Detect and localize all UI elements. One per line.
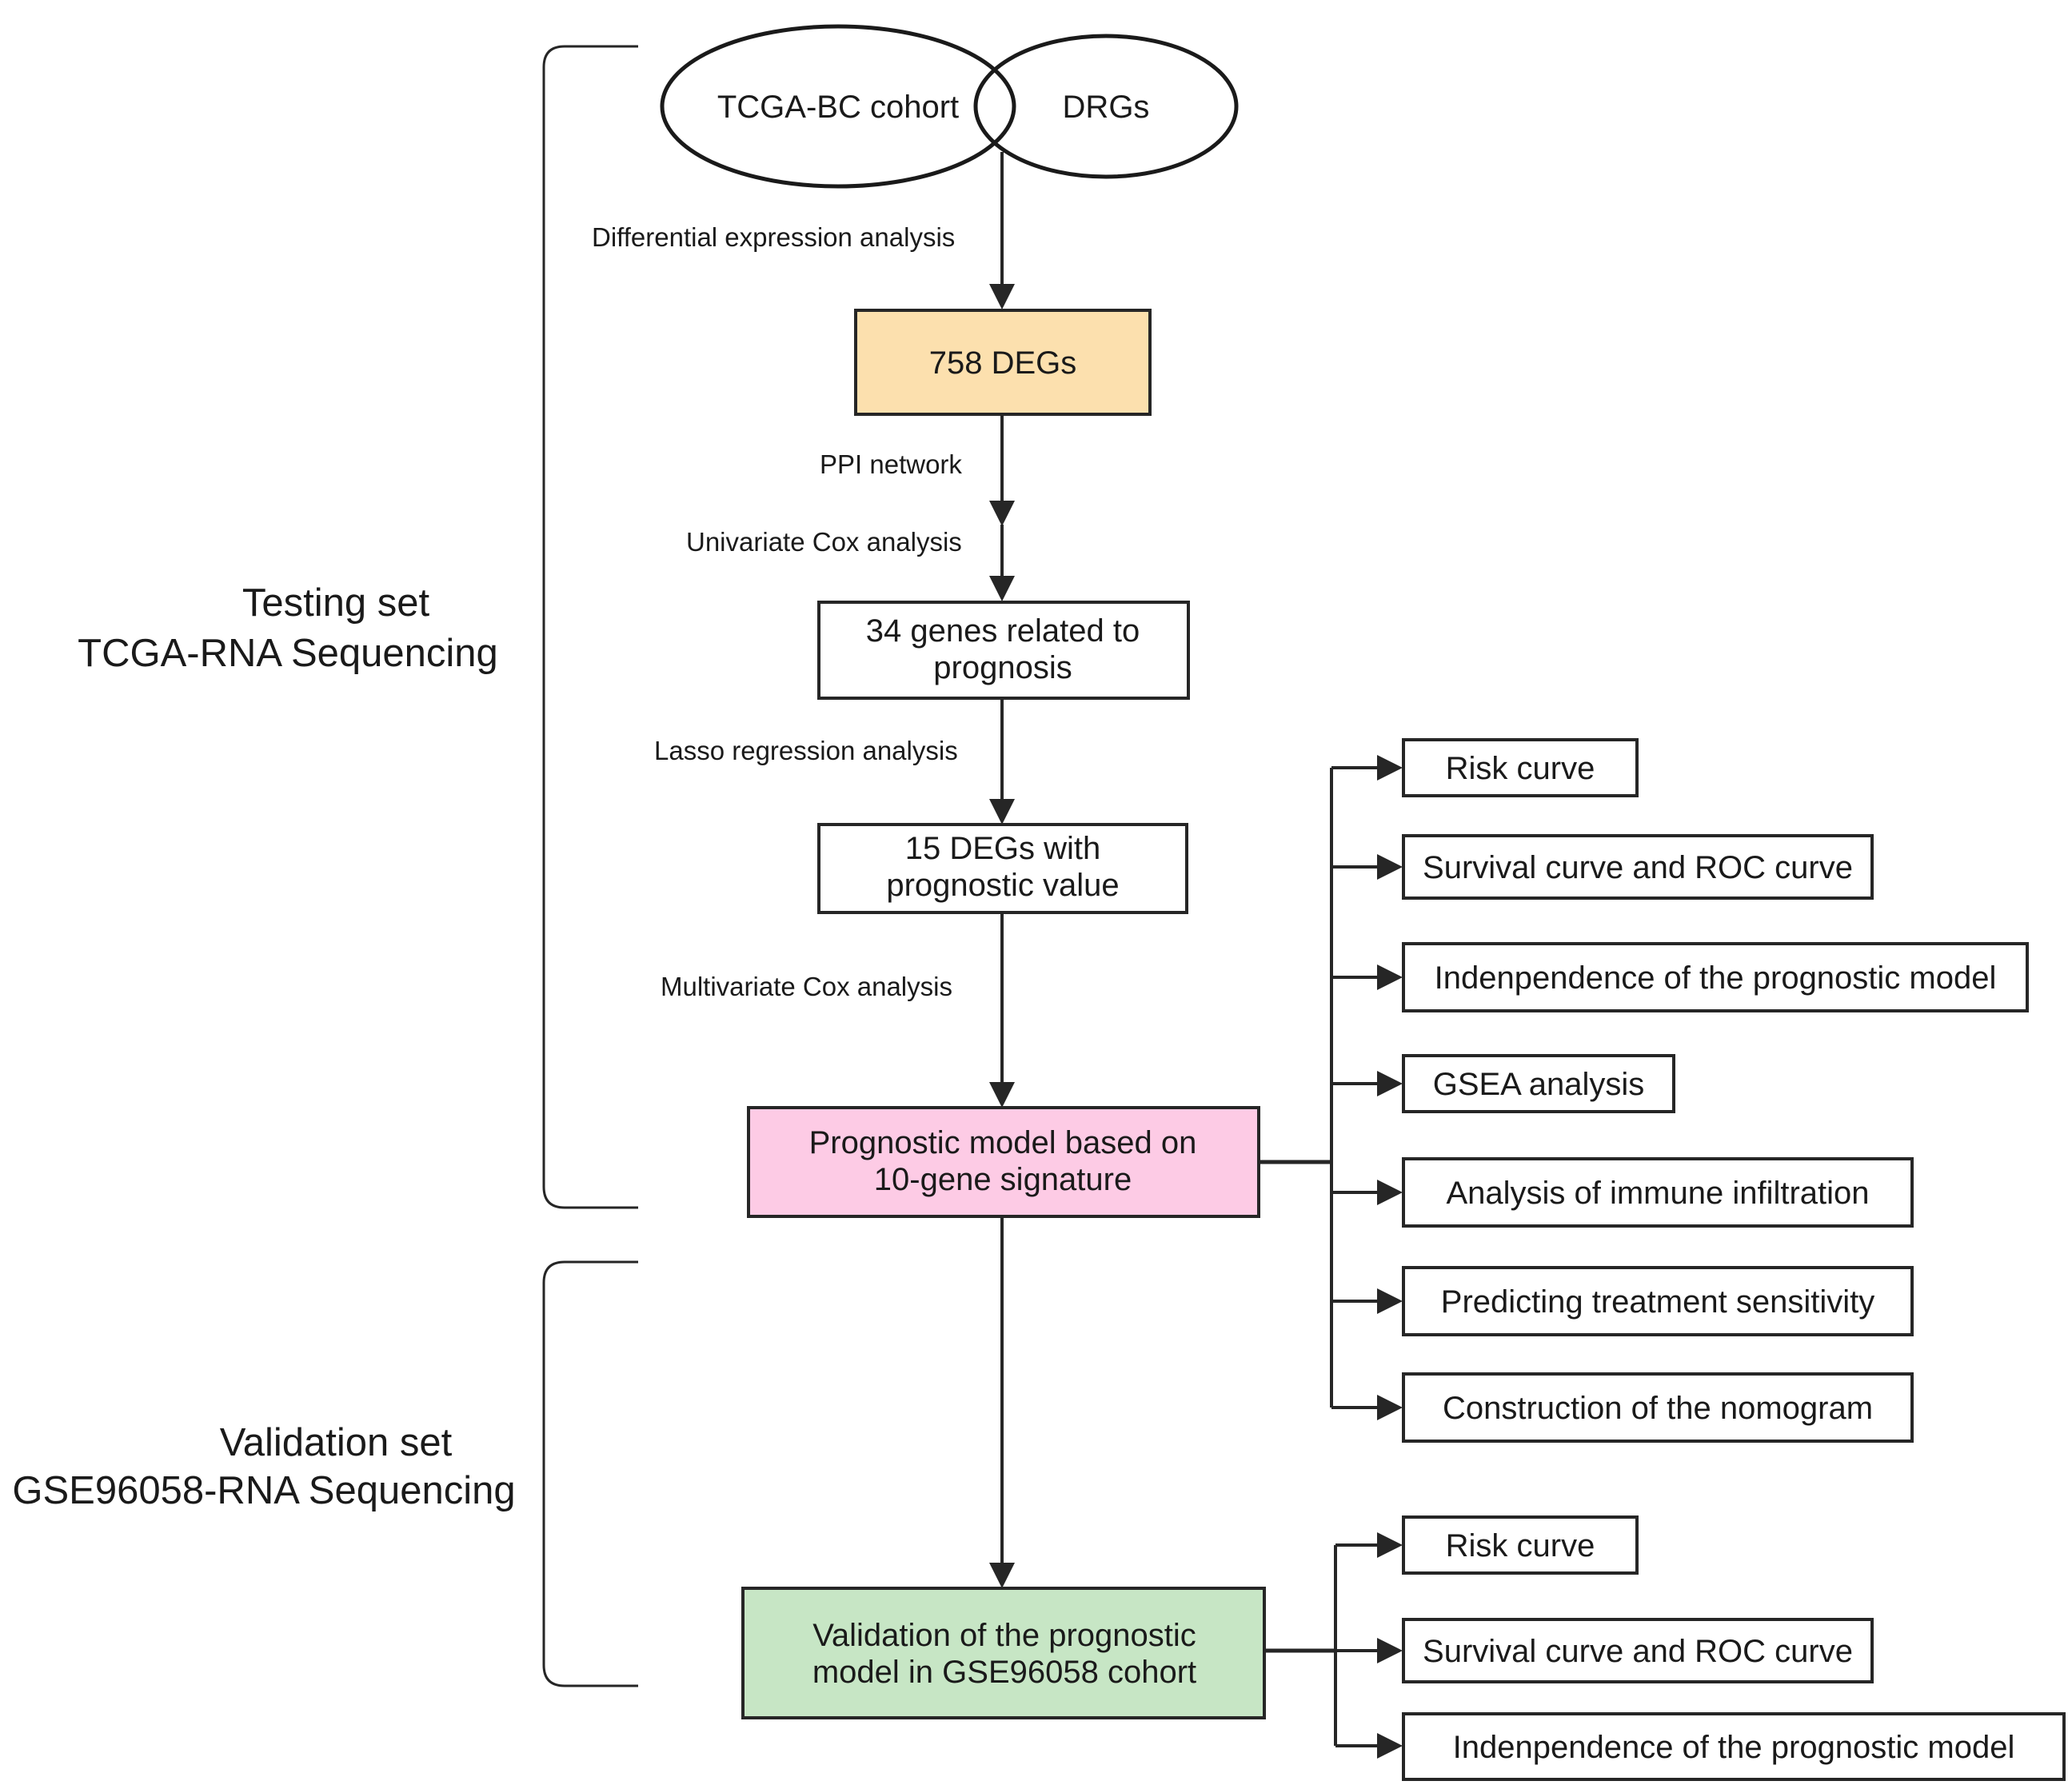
model-output-box-6 bbox=[1402, 1266, 1914, 1336]
model-output-gsea: GSEA analysis bbox=[1433, 1067, 1645, 1102]
validation-output-survival-roc: Survival curve and ROC curve bbox=[1423, 1634, 1853, 1669]
testing-set-subtitle: TCGA-RNA Sequencing bbox=[78, 632, 498, 675]
prognostic-model-label-line2: 10-gene signature bbox=[874, 1162, 1132, 1197]
prognostic-model-label-line1: Prognostic model based on bbox=[809, 1125, 1197, 1160]
genes-34-label-line2: prognosis bbox=[933, 650, 1072, 685]
step-multivariate-cox: Multivariate Cox analysis bbox=[661, 972, 952, 1001]
model-output-nomogram: Construction of the nomogram bbox=[1443, 1391, 1873, 1426]
testing-set-bracket bbox=[542, 45, 638, 1209]
genes-34-label-line1: 34 genes related to bbox=[866, 613, 1140, 649]
model-output-treatment-sensitivity: Predicting treatment sensitivity bbox=[1441, 1284, 1874, 1320]
model-output-independence: Indenpendence of the prognostic model bbox=[1435, 960, 1997, 996]
model-output-survival-roc: Survival curve and ROC curve bbox=[1423, 850, 1853, 885]
step-lasso-regression: Lasso regression analysis bbox=[654, 736, 958, 765]
tcga-bc-cohort-label: TCGA-BC cohort bbox=[717, 90, 959, 125]
degs-15-label-line1: 15 DEGs with bbox=[905, 831, 1101, 866]
model-output-risk-curve: Risk curve bbox=[1446, 751, 1595, 786]
model-output-immune-infiltration: Analysis of immune infiltration bbox=[1446, 1176, 1869, 1211]
validation-model-box bbox=[741, 1587, 1266, 1719]
prognostic-model-box bbox=[747, 1106, 1260, 1218]
degs-758-box bbox=[854, 309, 1152, 416]
testing-set-title: Testing set bbox=[242, 581, 430, 625]
validation-set-title: Validation set bbox=[220, 1421, 453, 1464]
validation-model-label-line1: Validation of the prognostic bbox=[812, 1618, 1196, 1653]
validation-output-risk-curve: Risk curve bbox=[1446, 1528, 1595, 1563]
drgs-ellipse bbox=[973, 34, 1239, 179]
model-output-box-3 bbox=[1402, 942, 2029, 1012]
validation-set-bracket bbox=[542, 1260, 638, 1687]
validation-output-box-2 bbox=[1402, 1618, 1874, 1683]
validation-set-subtitle: GSE96058-RNA Sequencing bbox=[12, 1469, 515, 1512]
step-univariate-cox: Univariate Cox analysis bbox=[686, 527, 962, 557]
validation-output-box-1 bbox=[1402, 1515, 1639, 1575]
model-output-box-1 bbox=[1402, 738, 1639, 797]
degs-758-label: 758 DEGs bbox=[929, 345, 1077, 381]
model-output-box-5 bbox=[1402, 1157, 1914, 1228]
degs-15-box bbox=[817, 823, 1188, 914]
degs-15-label-line2: prognostic value bbox=[886, 868, 1119, 903]
step-ppi-network: PPI network bbox=[820, 449, 962, 479]
tcga-bc-cohort-ellipse bbox=[660, 24, 1016, 189]
validation-model-label-line2: model in GSE96058 cohort bbox=[812, 1655, 1196, 1690]
step-differential-expression: Differential expression analysis bbox=[592, 222, 955, 252]
drgs-label: DRGs bbox=[1063, 90, 1150, 125]
genes-34-box bbox=[817, 601, 1190, 700]
model-output-box-4 bbox=[1402, 1054, 1675, 1113]
validation-output-independence: Indenpendence of the prognostic model bbox=[1453, 1730, 2015, 1765]
model-output-box-2 bbox=[1402, 834, 1874, 900]
model-output-box-7 bbox=[1402, 1372, 1914, 1443]
validation-output-box-3 bbox=[1402, 1712, 2066, 1781]
